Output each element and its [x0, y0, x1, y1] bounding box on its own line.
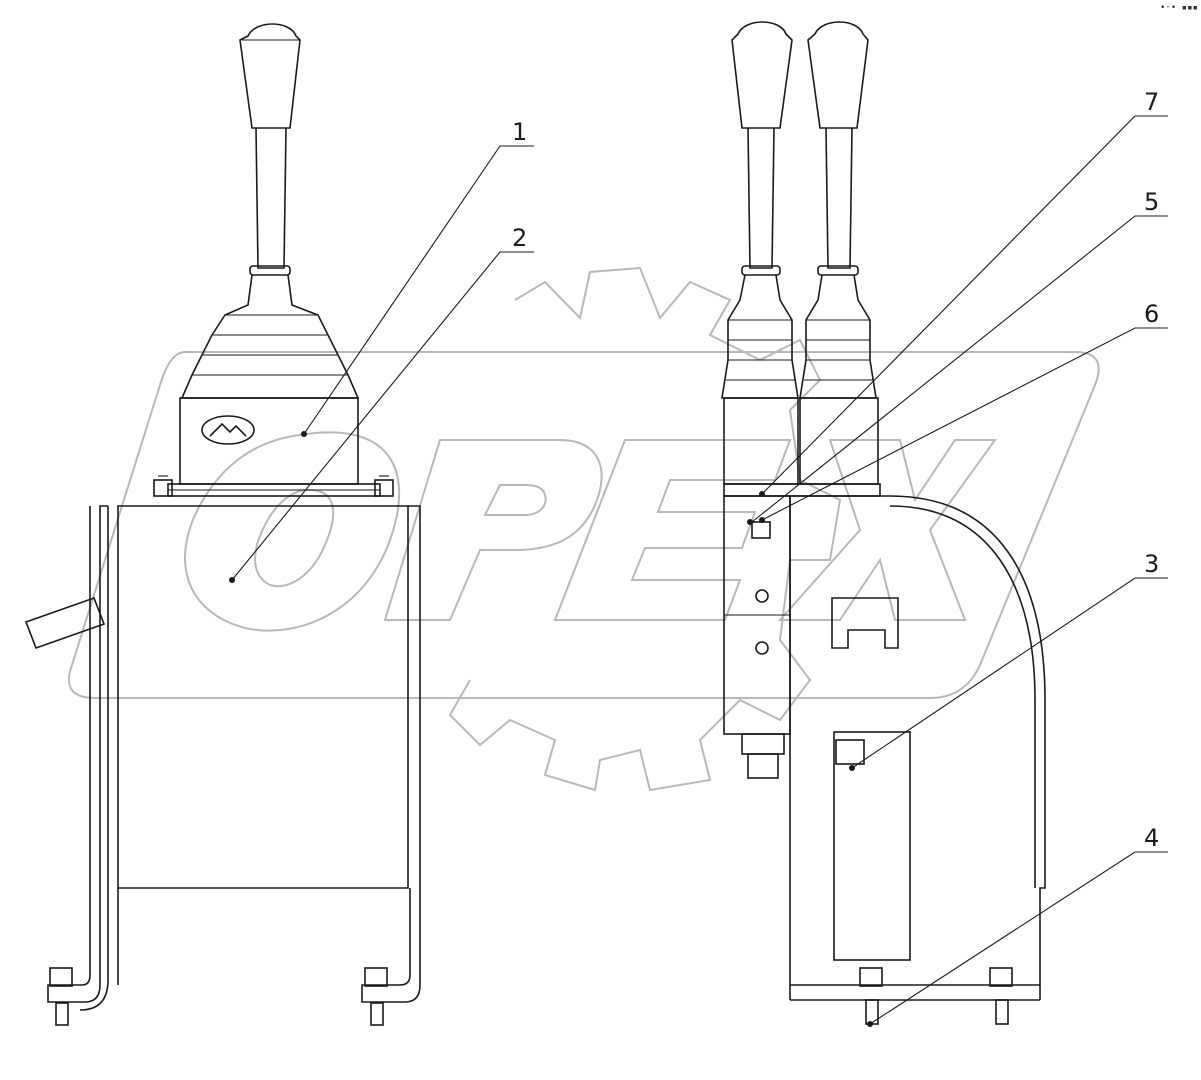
callout-label-4: 4: [1144, 824, 1159, 852]
left-foot-bolts: [49, 967, 388, 1026]
left-bracket-frame: [117, 505, 409, 889]
left-bracket-leg-left-inner: [79, 506, 109, 1011]
right-lever-shaft-2: [825, 127, 853, 269]
watermark-letter-p: [383, 439, 603, 621]
watermark-letter-x: [777, 439, 997, 621]
right-lever-knob-1: [731, 21, 793, 129]
corner-mark: •·• ▪▪▪: [1160, 3, 1198, 13]
callout-label-6: 6: [1144, 300, 1159, 328]
watermark: [67, 266, 1100, 792]
gear-watermark-icon: [448, 266, 842, 792]
right-bracket-frame: [789, 495, 1046, 986]
callout-label-2: 2: [512, 224, 527, 252]
brand-logo-icon: [201, 415, 255, 445]
right-cable-clamp: [831, 597, 899, 649]
left-bracket-leg-left: [47, 505, 108, 1003]
right-lever-knob-2: [807, 21, 869, 129]
right-foot-bolts: [859, 967, 1013, 1025]
left-flange-bolts: [153, 475, 394, 497]
left-lever-shaft: [255, 127, 287, 269]
callout-label-3: 3: [1144, 550, 1159, 578]
left-rubber-boot: [180, 274, 360, 399]
left-joystick-view: [24, 23, 421, 1026]
watermark-letter-o: [184, 431, 401, 632]
left-lever-knob: [239, 23, 301, 129]
watermark-frame: [67, 351, 1100, 699]
callout-label-1: 1: [512, 118, 527, 146]
callout-label-5: 5: [1144, 188, 1159, 216]
right-joystick-view: [721, 21, 1046, 1025]
callout-label-7: 7: [1144, 88, 1159, 116]
left-valve-housing: [179, 397, 359, 485]
watermark-letter-e: [553, 439, 792, 621]
callout-leaders: [229, 115, 1168, 1027]
right-lever-shaft-1: [747, 127, 775, 269]
left-bracket-leg-right: [361, 505, 421, 1003]
left-side-tag: [24, 596, 106, 650]
right-mount-block: [833, 731, 911, 961]
